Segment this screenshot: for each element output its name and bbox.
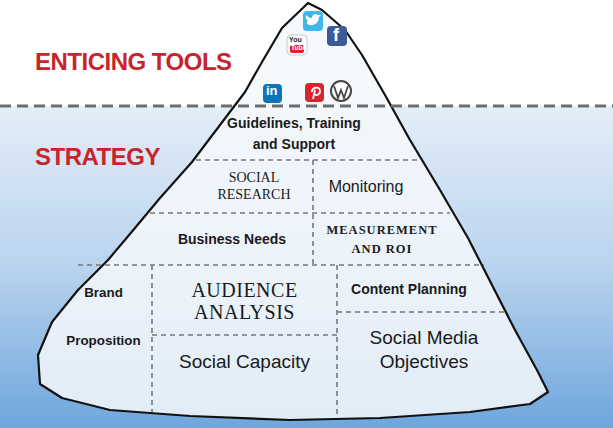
research-cell: SOCIAL RESEARCH [196,162,312,212]
linkedin-icon [263,84,282,103]
section-title: ENTICING TOOLS [35,50,232,74]
cell-text: Social Media Objectives [344,326,504,374]
cell-text: Brand Proposition [59,269,149,366]
cell-text: Social Capacity [179,351,310,374]
capacity-cell: Social Capacity [153,337,336,387]
wordpress-mark [334,86,348,98]
measurement-cell: MEASUREMENT AND ROI [314,215,450,264]
cell-text: MEASUREMENT AND ROI [318,221,446,259]
social-icons [263,11,351,103]
cell-text: AUDIENCE ANALYSIS [170,279,320,323]
cell-text: Monitoring [329,177,404,196]
section-title: STRATEGY [35,145,160,169]
content-cell: Content Planning [338,267,480,311]
icon-letter: You [289,36,302,43]
cell-text: Guidelines, Training and Support [224,113,364,155]
water-line [0,105,613,108]
facebook-icon [327,26,347,46]
needs-cell: Business Needs [152,215,312,264]
twitter-icon [303,11,323,31]
guidelines-cell: Guidelines, Training and Support [222,109,366,159]
cell-text: Content Planning [351,281,467,298]
brand-cell: Brand Proposition [56,267,151,367]
pinterest-icon [305,83,324,102]
icon-letter: f [333,26,339,44]
youtube-icon [287,35,307,55]
icon-letter: in [266,84,278,97]
objectives-cell: Social Media Objectives [338,314,510,386]
wordpress-icon [331,81,351,101]
cell-text: SOCIAL RESEARCH [204,170,304,204]
twitter-bird [306,14,321,25]
sky [0,0,613,106]
pinterest-mark [312,88,320,99]
cell-dividers [78,160,505,418]
audience-cell: AUDIENCE ANALYSIS [153,267,336,334]
cell-text: Business Needs [178,231,286,248]
icon-letter: Tube [291,45,306,52]
monitoring-cell: Monitoring [314,162,418,212]
